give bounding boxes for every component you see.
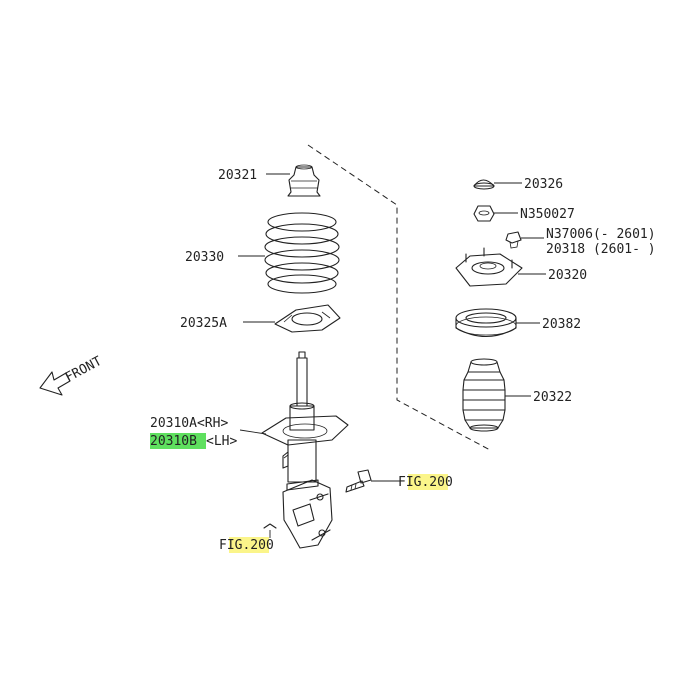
- front-label: FRONT: [63, 354, 105, 386]
- fig-ref-left-highlighted: IG.20: [227, 538, 266, 553]
- label-20310b-number: 20310B: [150, 434, 197, 449]
- nut-n350027: [473, 205, 495, 222]
- fig-ref-right[interactable]: FIG.200: [398, 475, 453, 490]
- assembly-outline: [307, 144, 491, 451]
- fig-ref-right-highlighted: IG.20: [406, 475, 445, 490]
- label-20326: 20326: [524, 177, 563, 192]
- lead-fig-left-arrow: [263, 523, 277, 529]
- front-direction-arrow-icon: [39, 371, 71, 396]
- highlight-fig-left: [229, 537, 269, 553]
- bump-stop-20321: [287, 164, 321, 197]
- label-20320: 20320: [548, 268, 587, 283]
- strut-assembly-20310: [261, 351, 349, 549]
- label-20322: 20322: [533, 390, 572, 405]
- label-20325a: 20325A: [180, 316, 227, 331]
- label-20330: 20330: [185, 250, 224, 265]
- spring-seat-20325a: [274, 304, 341, 333]
- highlight-20310b: [150, 433, 206, 449]
- cap-20326: [473, 179, 495, 190]
- bearing-20382: [455, 308, 517, 337]
- label-20321: 20321: [218, 168, 257, 183]
- nut-n37006: [505, 231, 522, 249]
- lead-20310: [239, 429, 267, 435]
- highlight-fig-right: [408, 474, 448, 490]
- fig-ref-right-suffix: 0: [445, 475, 453, 490]
- label-20310b-side: <LH>: [206, 434, 237, 449]
- dust-boot-20322: [462, 358, 506, 432]
- strut-mount-20320: [455, 247, 523, 287]
- label-20318: 20318 (2601- ): [546, 242, 656, 257]
- fig-ref-left-prefix: F: [219, 538, 227, 553]
- label-20310a: 20310A<RH>: [150, 416, 228, 431]
- label-n350027: N350027: [520, 207, 575, 222]
- bolt: [345, 469, 372, 493]
- label-n37006: N37006(- 2601): [546, 227, 656, 242]
- label-20382: 20382: [542, 317, 581, 332]
- coil-spring-20330: [264, 212, 340, 294]
- fig-ref-right-prefix: F: [398, 475, 406, 490]
- fig-ref-left[interactable]: FIG.200: [219, 538, 274, 553]
- fig-ref-left-suffix: 0: [266, 538, 274, 553]
